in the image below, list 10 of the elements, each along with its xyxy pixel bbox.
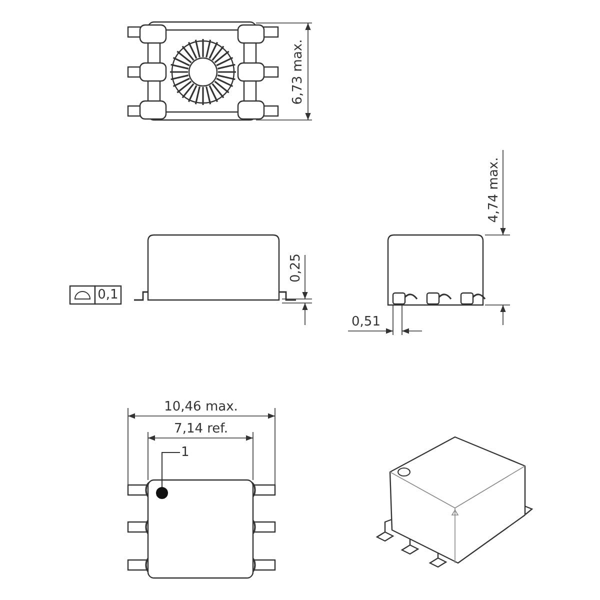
leader-line [162, 452, 180, 488]
dimension-label: 6,73 max. [292, 39, 304, 105]
dimension-label: 0,51 [352, 316, 380, 328]
dimension-label: 0,25 [290, 254, 302, 282]
dimension-label: 7,14 ref. [174, 422, 228, 436]
pin-marker-dot [156, 487, 168, 499]
dimension-label: 10,46 max. [164, 400, 238, 414]
dimension-label: 4,74 max. [488, 157, 500, 223]
dimension-label: 0,1 [98, 288, 118, 302]
callout-number: 1 [181, 446, 190, 459]
